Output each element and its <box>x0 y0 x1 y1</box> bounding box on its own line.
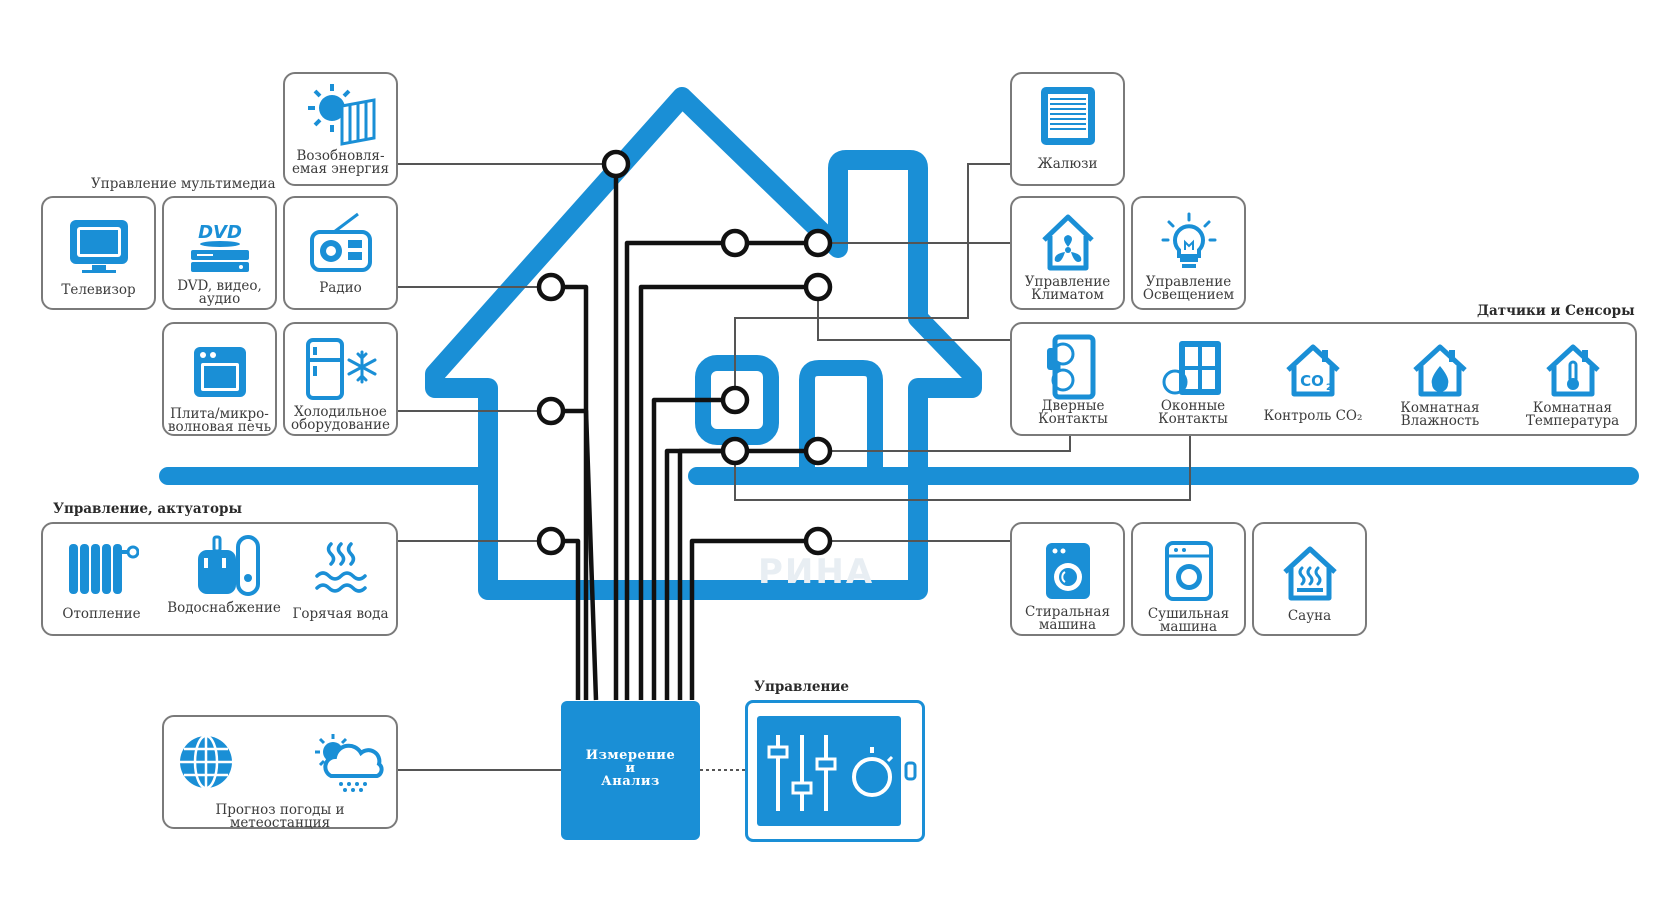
house-co2-icon: CO 2 <box>1286 344 1340 397</box>
window-contact-icon <box>1162 341 1221 395</box>
tile-water-supply[interactable]: Водоснабжение <box>164 534 284 615</box>
house-steam-icon <box>1282 546 1337 601</box>
tile-sauna[interactable]: Сауна <box>1252 522 1367 636</box>
tile-label: Холодильное оборудование <box>290 404 391 433</box>
header-control: Управление <box>754 679 849 695</box>
svg-text:2: 2 <box>1326 383 1332 393</box>
sun-cloud-rain-icon <box>314 734 384 792</box>
measurement-analysis-hub[interactable]: Измерение и Анализ <box>561 701 700 840</box>
tile-label: Управление Климатом <box>1024 274 1111 303</box>
tile-label: Отопление <box>62 606 141 622</box>
tile-room-humidity[interactable]: Комнатная Влажность <box>1380 342 1500 428</box>
tile-hot-water[interactable]: Горячая вода <box>283 540 398 621</box>
door-contact-icon <box>1047 334 1096 400</box>
tile-fridge[interactable]: Холодильное оборудование <box>283 322 398 436</box>
sun-solar-panel-icon <box>307 84 375 146</box>
tile-label: Сауна <box>1287 608 1332 624</box>
tile-label: Телевизор <box>61 282 136 298</box>
tile-dvd[interactable]: DVD DVD, видео, аудио <box>162 196 277 310</box>
svg-text:CO: CO <box>1300 372 1324 390</box>
tile-label: Контроль CO₂ <box>1263 408 1363 424</box>
tile-door-contacts[interactable]: Дверные Контакты <box>1013 334 1133 426</box>
tile-label: Оконные Контакты <box>1158 398 1228 427</box>
tile-label: Комнатная Температура <box>1525 400 1620 429</box>
tile-label: Возобновля- емая энергия <box>291 148 390 177</box>
tile-renewable-energy[interactable]: Возобновля- емая энергия <box>283 72 398 186</box>
tile-blinds[interactable]: Жалюзи <box>1010 72 1125 186</box>
tv-icon <box>69 220 128 273</box>
tile-label: DVD, видео, аудио <box>177 278 262 307</box>
tile-label: Плита/микро- волновая печь <box>167 406 272 435</box>
light-bulb-icon <box>1161 212 1216 268</box>
svg-text:DVD: DVD <box>198 222 242 243</box>
dryer-icon <box>1164 541 1213 601</box>
weather-icons: Прогноз погоды и метеостанция <box>165 732 395 830</box>
tablet-sliders-icon <box>757 716 917 826</box>
tile-stove[interactable]: Плита/микро- волновая печь <box>162 322 277 436</box>
bus-wires <box>551 164 818 701</box>
hot-water-icon <box>314 542 367 593</box>
junction-nodes <box>536 149 833 556</box>
tile-label: Прогноз погоды и метеостанция <box>215 802 345 831</box>
globe-icon <box>179 734 232 790</box>
header-actuators: Управление, актуаторы <box>53 501 242 517</box>
tile-label: Жалюзи <box>1037 156 1098 172</box>
house-thermometer-icon <box>1545 344 1600 397</box>
house-drop-icon <box>1413 344 1467 397</box>
dvd-icon: DVD <box>190 222 249 272</box>
tile-label: Стиральная машина <box>1025 604 1110 633</box>
radiator-icon <box>68 544 139 594</box>
blinds-icon <box>1040 87 1095 145</box>
radio-icon <box>309 212 372 272</box>
tile-tv[interactable]: Телевизор <box>41 196 156 310</box>
tile-label: Комнатная Влажность <box>1400 400 1480 429</box>
tile-label: Водоснабжение <box>167 600 281 616</box>
header-sensors: Датчики и Сенсоры <box>1477 303 1635 319</box>
tile-label: Сушильная машина <box>1147 606 1230 635</box>
washing-machine-icon <box>1045 543 1090 599</box>
tile-washing-machine[interactable]: Стиральная машина <box>1010 522 1125 636</box>
tile-label: Управление Освещением <box>1142 274 1235 303</box>
boiler-icon <box>198 535 260 596</box>
tile-dryer[interactable]: Сушильная машина <box>1131 522 1246 636</box>
tile-co2-control[interactable]: CO 2 Контроль CO₂ <box>1253 342 1373 423</box>
tile-room-temperature[interactable]: Комнатная Температура <box>1510 342 1635 428</box>
house-door <box>799 360 883 476</box>
tile-label: Горячая вода <box>292 606 389 622</box>
tile-lighting[interactable]: Управление Освещением <box>1131 196 1246 310</box>
tile-label: Радио <box>319 280 362 296</box>
house-outline <box>425 87 982 600</box>
header-multimedia: Управление мультимедиа <box>91 176 276 192</box>
tile-window-contacts[interactable]: Оконные Контакты <box>1133 338 1253 426</box>
house-fan-icon <box>1041 214 1094 271</box>
sensors-group <box>1010 322 1637 436</box>
tile-label: Дверные Контакты <box>1038 398 1108 427</box>
oven-icon <box>193 347 246 397</box>
tile-heating[interactable]: Отопление <box>44 540 159 621</box>
control-tablet[interactable] <box>745 700 925 842</box>
tile-climate[interactable]: Управление Климатом <box>1010 196 1125 310</box>
tile-radio[interactable]: Радио <box>283 196 398 310</box>
watermark: РИНА <box>758 552 875 592</box>
fridge-icon <box>305 338 376 400</box>
